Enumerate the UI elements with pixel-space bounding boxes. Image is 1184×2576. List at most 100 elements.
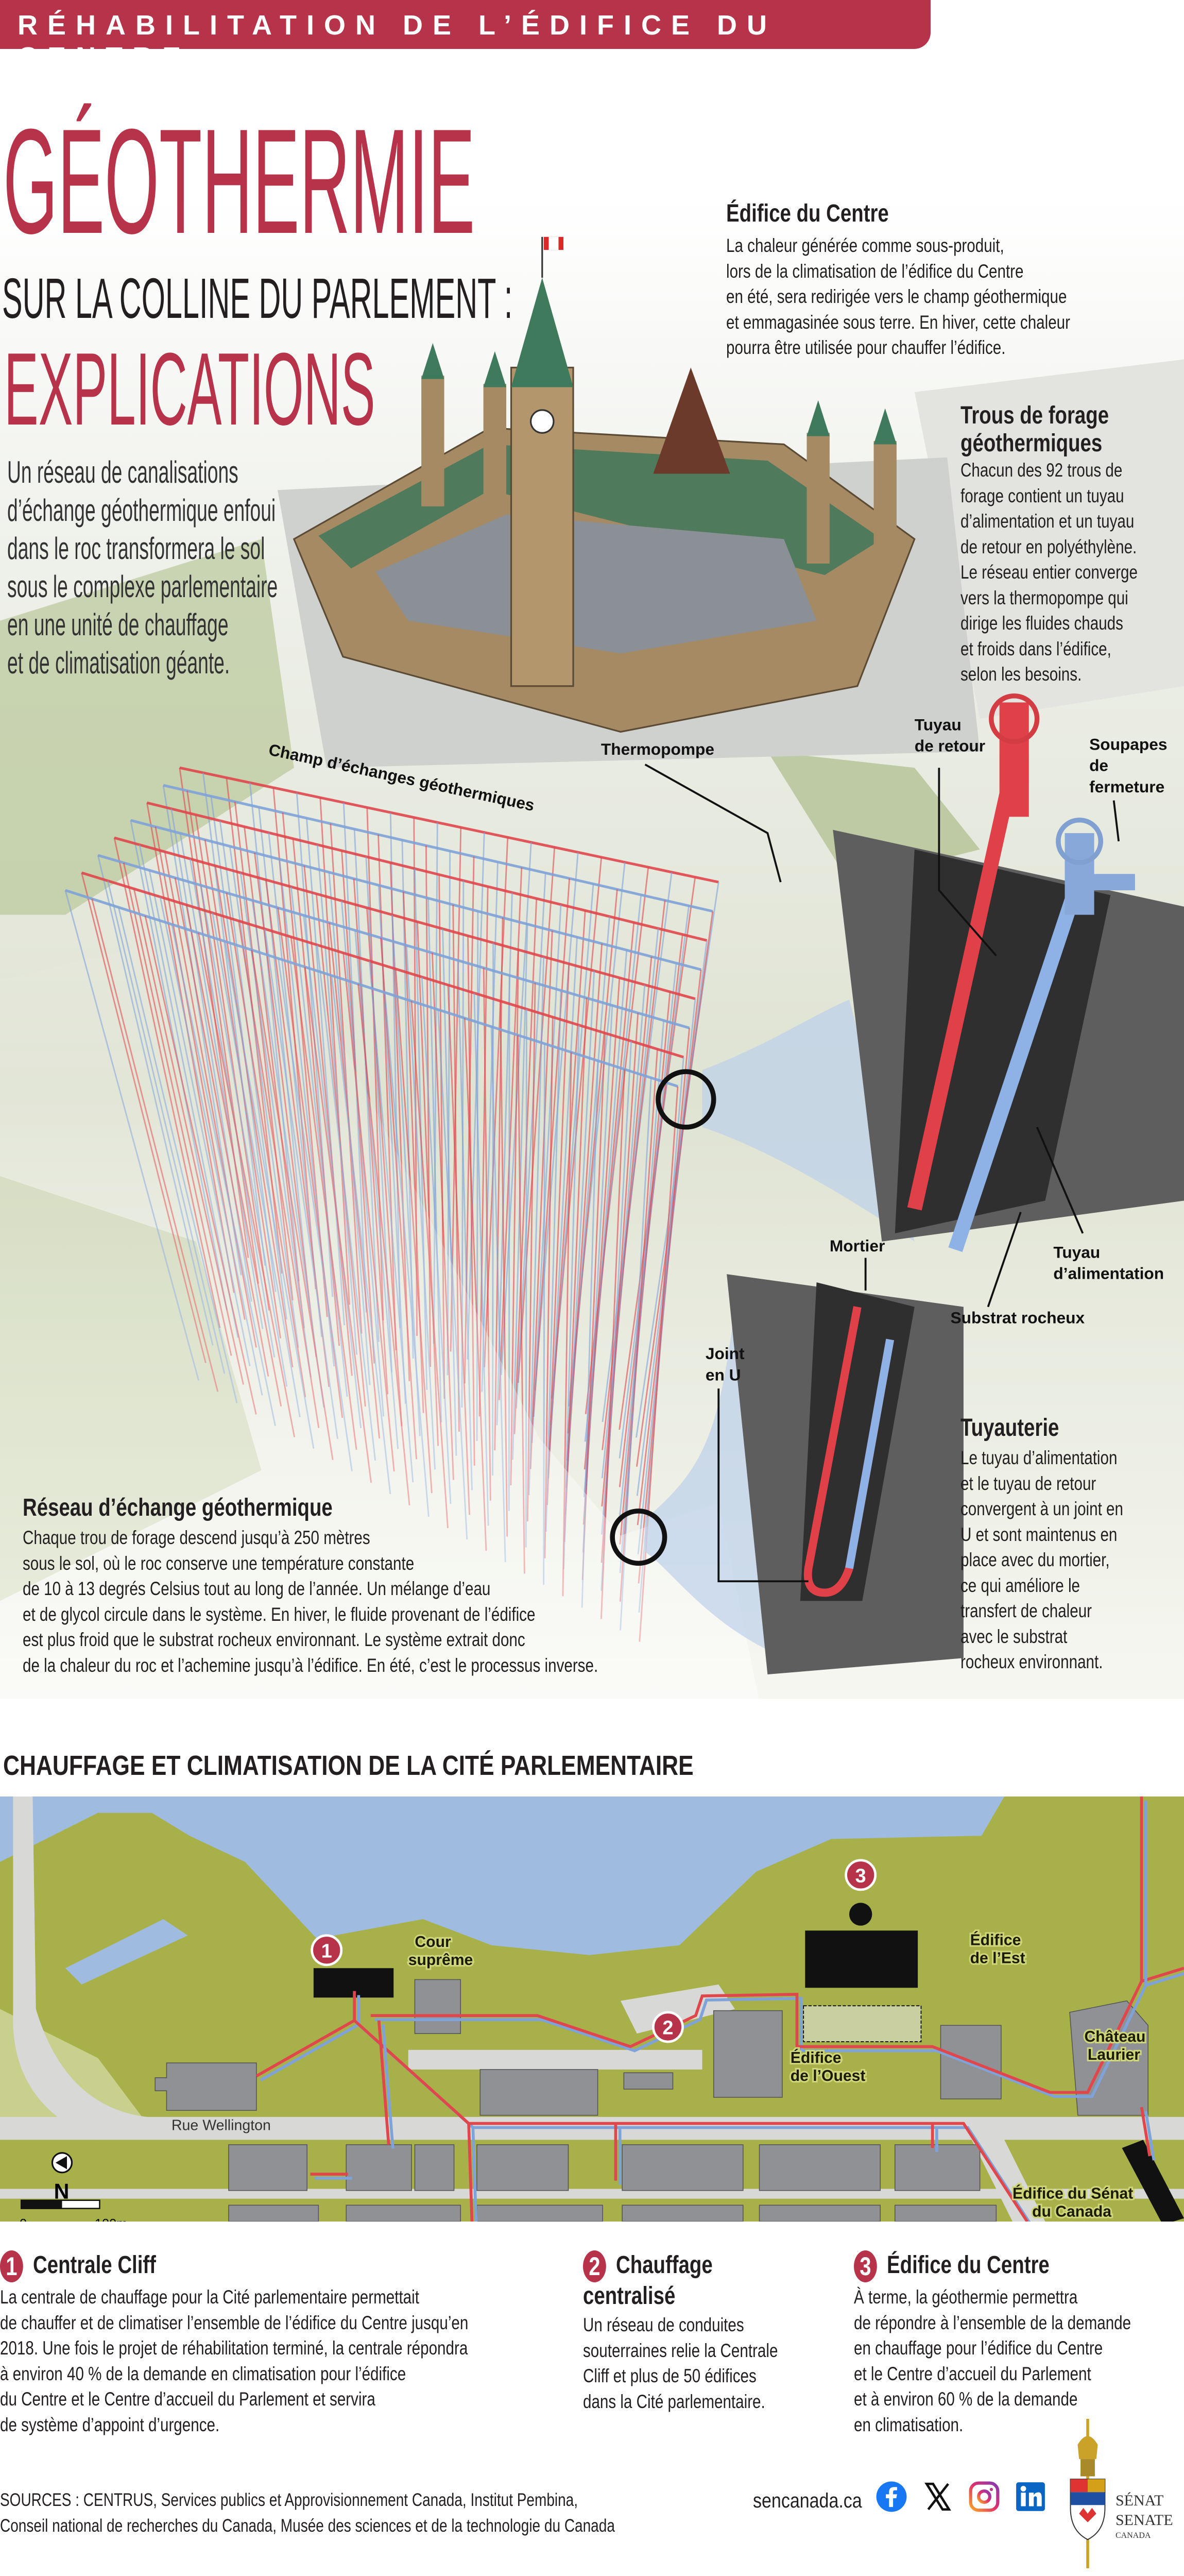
centre-block-building xyxy=(293,236,916,733)
mortar-label: Mortier xyxy=(830,1236,885,1255)
buildings xyxy=(155,1979,1149,2222)
borehole-pipe xyxy=(517,847,556,1383)
supply-pipe-label-1: Tuyau xyxy=(1053,1243,1100,1261)
boreholes-callout: Trous de forage géothermiques Chacun des… xyxy=(960,402,1138,685)
hot-water-line xyxy=(377,2020,390,2145)
heat-pump-label: Thermopompe xyxy=(601,740,714,758)
return-pipe-label-2: de retour xyxy=(915,737,985,755)
linkedin-icon[interactable] xyxy=(1015,2481,1046,2513)
centre-block-heading: Édifice du Centre xyxy=(726,200,889,227)
borehole-pipe xyxy=(563,997,588,1543)
website-link[interactable]: sencanada.ca xyxy=(753,2489,862,2512)
label-wellington: Rue Wellington xyxy=(171,2117,271,2133)
marker-2: 2 xyxy=(662,2018,673,2039)
borehole-pipe xyxy=(546,963,570,1505)
borehole-pipe xyxy=(564,971,595,1515)
marker-3: 3 xyxy=(855,1866,866,1887)
borehole-pipe xyxy=(467,832,485,1360)
label-supreme-court-1: Cour xyxy=(415,1934,451,1951)
north-arrow-icon xyxy=(55,2156,67,2170)
svg-text:0: 0 xyxy=(20,2217,27,2222)
parliamentary-precinct-map: 1 2 3 Cour suprême Édifice de l’Est Édif… xyxy=(0,1797,1184,2222)
facebook-icon[interactable] xyxy=(876,2481,907,2513)
piping-heading: Tuyauterie xyxy=(960,1414,1059,1442)
valves-label-1: Soupapes xyxy=(1089,735,1167,753)
borehole-pipe xyxy=(534,852,579,1391)
hot-water-line xyxy=(1140,2107,1152,2157)
note-heading: Édifice du Centre xyxy=(887,2251,1050,2279)
valves-label-3: fermeture xyxy=(1089,777,1164,796)
label-east-block-1: Édifice xyxy=(970,1931,1021,1949)
district-energy-network xyxy=(255,1797,1184,2222)
borehole-pipe xyxy=(528,957,545,1496)
boreholes-heading-1: Trous de forage xyxy=(960,402,1109,429)
borehole-pipe xyxy=(531,904,562,1443)
map-markers: 1 2 3 xyxy=(311,1859,877,2043)
ottawa-river xyxy=(0,1797,1005,1955)
note-heading: Chauffage xyxy=(616,2251,713,2279)
borehole-pipe xyxy=(513,899,538,1434)
borehole-pipe xyxy=(481,862,499,1392)
page-subtitle: SUR LA COLLINE DU PARLEMENT : xyxy=(2,267,513,330)
scale-bar: 0 100m xyxy=(20,2199,127,2222)
boreholes-heading-2: géothermiques xyxy=(960,430,1103,457)
label-senate-2: du Canada xyxy=(1032,2203,1111,2220)
logo-text-canada: CANADA xyxy=(1116,2531,1151,2540)
header-pipe xyxy=(179,766,719,884)
supply-pipe-label-2: d’alimentation xyxy=(1053,1264,1164,1283)
header-pipe xyxy=(97,854,690,1029)
hot-water-line xyxy=(353,2019,1028,2222)
valves-label-2: de xyxy=(1089,756,1108,775)
header-pipe xyxy=(114,836,696,1001)
x-icon[interactable] xyxy=(922,2481,954,2513)
banner-text: RÉHABILITATION DE L’ÉDIFICE DU CENTRE xyxy=(18,10,777,73)
borehole-pipe xyxy=(529,930,553,1469)
page-title: GÉOTHERMIE xyxy=(3,98,475,265)
chilled-water-line xyxy=(382,2024,394,2149)
borehole-pipe xyxy=(548,910,586,1452)
section-banner: RÉHABILITATION DE L’ÉDIFICE DU CENTRE xyxy=(0,0,931,73)
return-pipe-label-1: Tuyau xyxy=(915,715,962,734)
sources: SOURCES : CENTRUS, Services publics et A… xyxy=(0,2490,615,2536)
north-label: N xyxy=(54,2180,70,2204)
u-joint-label-2: en U xyxy=(706,1365,741,1384)
u-joint-label-1: Joint xyxy=(706,1344,745,1363)
note-heading: Centrale Cliff xyxy=(33,2251,156,2279)
marker-1: 1 xyxy=(321,1941,332,1962)
label-west-block-2: de l’Ouest xyxy=(791,2067,866,2084)
logo-text-fr: SÉNAT xyxy=(1116,2492,1164,2509)
svg-text:100m: 100m xyxy=(95,2217,127,2222)
hot-water-line xyxy=(370,1967,1184,2094)
label-chateau-1: Château xyxy=(1085,2028,1146,2045)
label-senate-1: Édifice du Sénat xyxy=(1013,2185,1133,2202)
label-chateau-2: Laurier xyxy=(1088,2046,1140,2063)
hot-water-line xyxy=(467,2123,474,2222)
chilled-water-line xyxy=(375,1972,1184,2098)
note-number-2: 2 xyxy=(583,2250,606,2282)
borehole-cross-section xyxy=(833,693,1184,1252)
instagram-icon[interactable] xyxy=(968,2481,1000,2513)
header-pipe xyxy=(130,819,701,971)
header-pipe xyxy=(65,889,678,1088)
senate-crest-icon xyxy=(1070,2419,1106,2568)
leader-lines xyxy=(644,764,1120,1583)
network-callout: Réseau d’échange géothermique Chaque tro… xyxy=(23,1494,598,1676)
label-west-block-1: Édifice xyxy=(791,2049,842,2066)
network-heading: Réseau d’échange géothermique xyxy=(23,1494,333,1521)
centre-block-callout: Édifice du Centre La chaleur générée com… xyxy=(726,200,1070,358)
page-title-explications: EXPLICATIONS xyxy=(4,332,375,447)
borehole-pipe xyxy=(581,1033,606,1580)
borehole-pipe xyxy=(547,937,578,1479)
note-number-1: 1 xyxy=(0,2250,23,2282)
senate-logo: SÉNAT SENATE CANADA xyxy=(1066,2419,1184,2568)
chilled-water-line xyxy=(471,2127,478,2222)
map-title: CHAUFFAGE ET CLIMATISATION DE LA CITÉ PA… xyxy=(3,1750,694,1781)
label-supreme-court-2: suprême xyxy=(408,1952,473,1969)
compass: N xyxy=(51,2152,73,2204)
chilled-water-line xyxy=(1144,2111,1156,2161)
logo-text-en: SENATE xyxy=(1116,2512,1173,2529)
detail-circle-bottom xyxy=(610,1509,667,1566)
